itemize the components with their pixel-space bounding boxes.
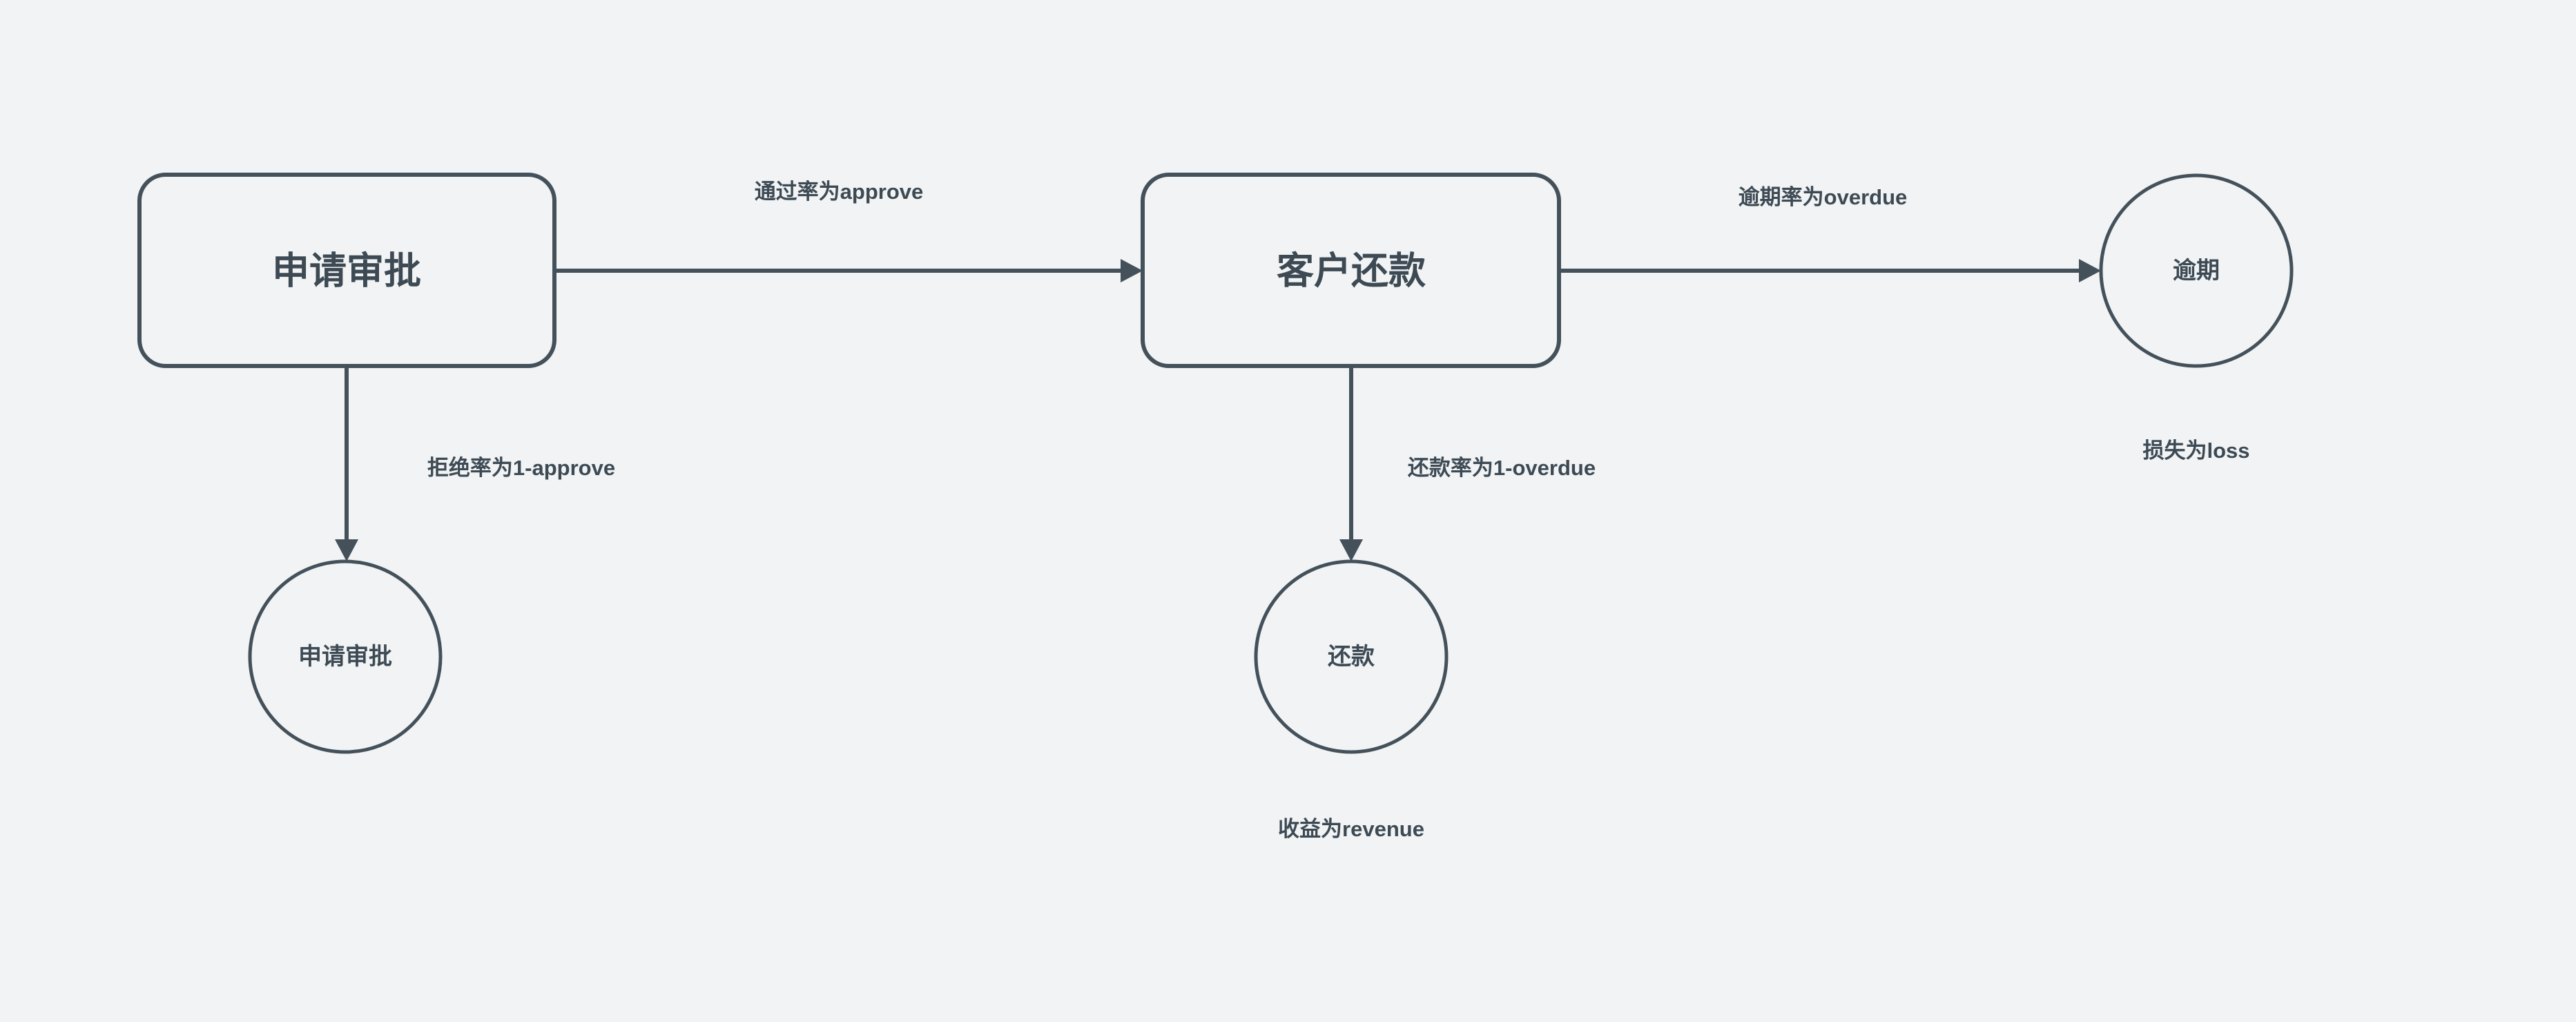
edge-repay-label: 还款率为1-overdue	[1408, 456, 1596, 480]
overdue-circle-label: 逾期	[2173, 258, 2220, 284]
customer-repayment-box-label: 客户还款	[1277, 250, 1426, 291]
edge-repay-arrowhead	[1339, 539, 1363, 561]
repayment-circle-label: 还款	[1328, 644, 1375, 670]
node-repayment-circle[interactable]: 还款	[1254, 559, 1449, 754]
repayment-circle-shape[interactable]	[1254, 559, 1449, 754]
node-overdue-circle[interactable]: 逾期	[2099, 173, 2294, 368]
edge-overdue: 逾期率为overdue	[1559, 185, 2101, 282]
overdue-circle-shape[interactable]	[2099, 173, 2294, 368]
application-review-circle-label: 申请审批	[298, 644, 392, 670]
application-review-circle-shape[interactable]	[248, 559, 443, 754]
edge-approve: 通过率为approve	[554, 180, 1143, 282]
node-application-review-box[interactable]: 申请审批	[137, 173, 556, 368]
edge-reject: 拒绝率为1-approve	[335, 366, 615, 561]
edge-reject-arrowhead	[335, 539, 358, 561]
edge-overdue-label: 逾期率为overdue	[1739, 185, 1908, 209]
application-review-box-label: 申请审批	[272, 250, 421, 291]
loss-note-label: 损失为loss	[2142, 438, 2249, 463]
node-application-review-circle[interactable]: 申请审批	[248, 559, 443, 754]
edge-overdue-arrowhead	[2079, 259, 2101, 282]
node-customer-repayment-box[interactable]: 客户还款	[1141, 173, 1561, 368]
revenue-note-label: 收益为revenue	[1278, 817, 1424, 841]
application-review-box-shape[interactable]	[137, 173, 556, 368]
edge-approve-label: 通过率为approve	[755, 180, 924, 204]
customer-repayment-box-shape[interactable]	[1141, 173, 1561, 368]
edge-repay: 还款率为1-overdue	[1339, 366, 1596, 561]
edge-approve-arrowhead	[1121, 259, 1143, 282]
edge-reject-label: 拒绝率为1-approve	[427, 456, 615, 480]
